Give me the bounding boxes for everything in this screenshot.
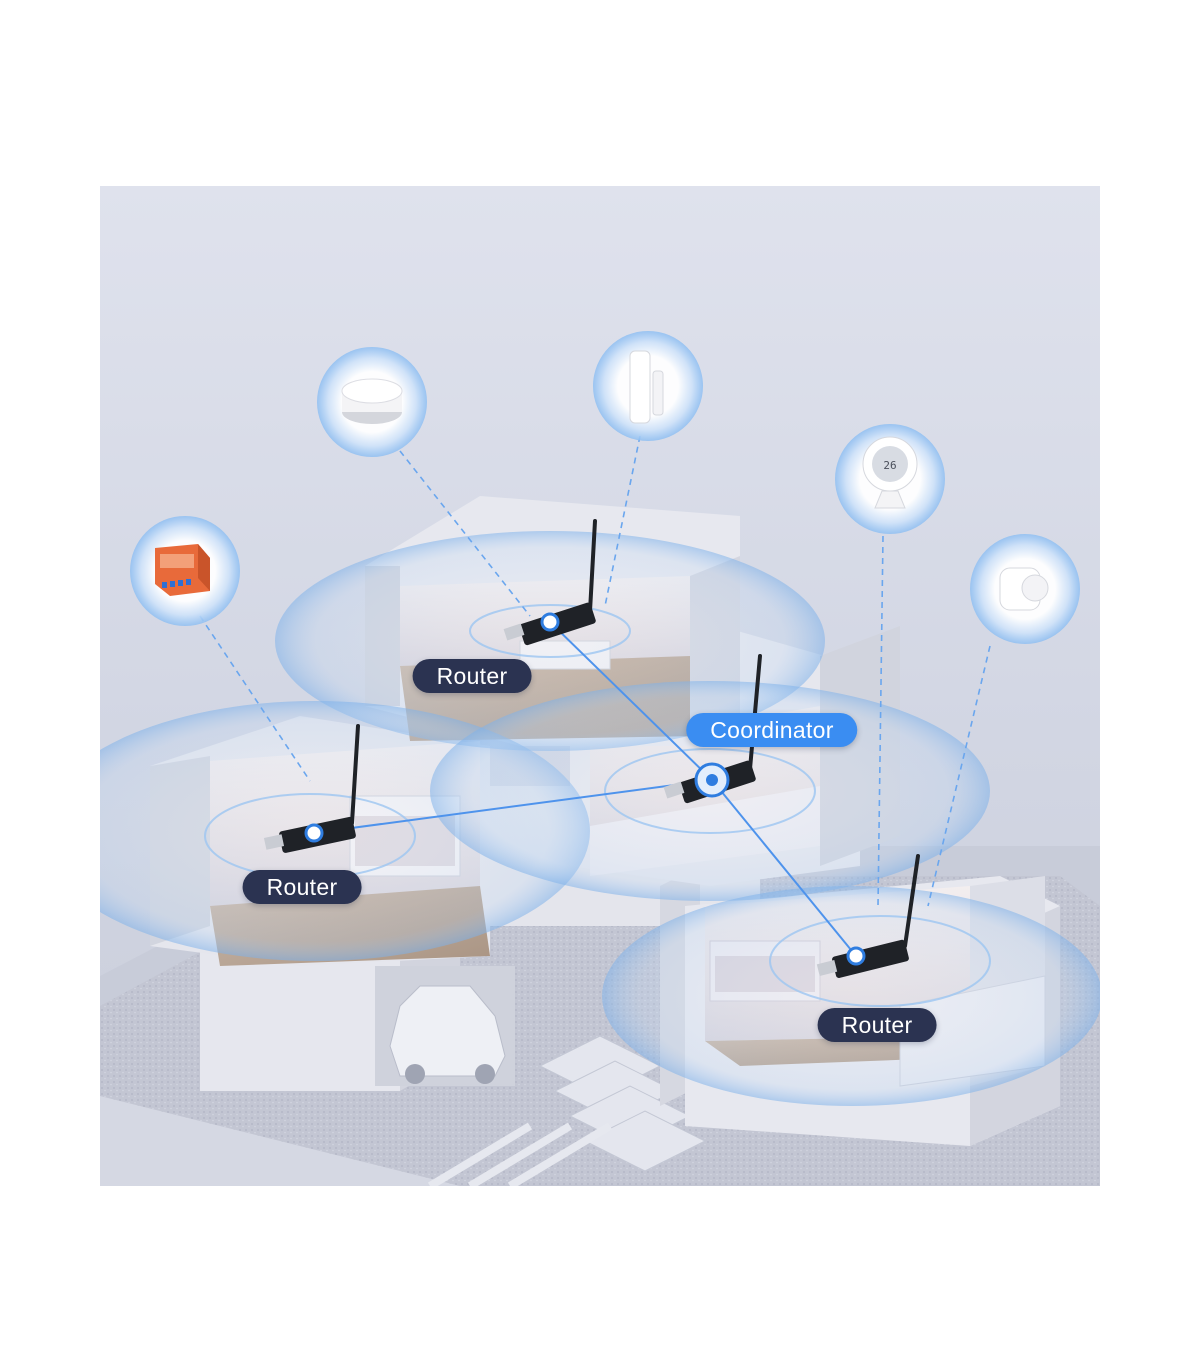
thermometer-bubble: 26 bbox=[835, 424, 945, 534]
smart-hub-bubble bbox=[317, 347, 427, 457]
temperature-humidity-sensor-icon: 26 bbox=[862, 436, 918, 509]
door-sensor-icon bbox=[629, 350, 664, 424]
hub-puck-icon bbox=[341, 378, 403, 424]
relay-switch-bubble bbox=[130, 516, 240, 626]
router-label-left: Router bbox=[242, 870, 362, 904]
coordinator-dongle bbox=[663, 654, 762, 804]
router-dongle-left bbox=[263, 724, 360, 853]
coordinator-label: Coordinator bbox=[686, 713, 858, 747]
svg-text:26: 26 bbox=[883, 459, 896, 472]
mesh-links bbox=[313, 621, 857, 957]
house-illustration: 26 bbox=[40, 186, 1102, 1190]
router-label-right: Router bbox=[817, 1008, 937, 1042]
motion-sensor-bubble bbox=[970, 534, 1080, 644]
motion-sensor-icon bbox=[999, 567, 1049, 611]
router-label-top: Router bbox=[412, 659, 532, 693]
door-sensor-bubble bbox=[593, 331, 703, 441]
car-icon bbox=[389, 985, 506, 1084]
relay-module-icon bbox=[155, 544, 210, 596]
network-diagram: 26 Router Coordinator Router Router bbox=[40, 186, 1102, 1190]
router-dongle-top bbox=[503, 519, 597, 646]
router-dongle-right bbox=[816, 854, 920, 978]
device-links bbox=[199, 435, 991, 907]
